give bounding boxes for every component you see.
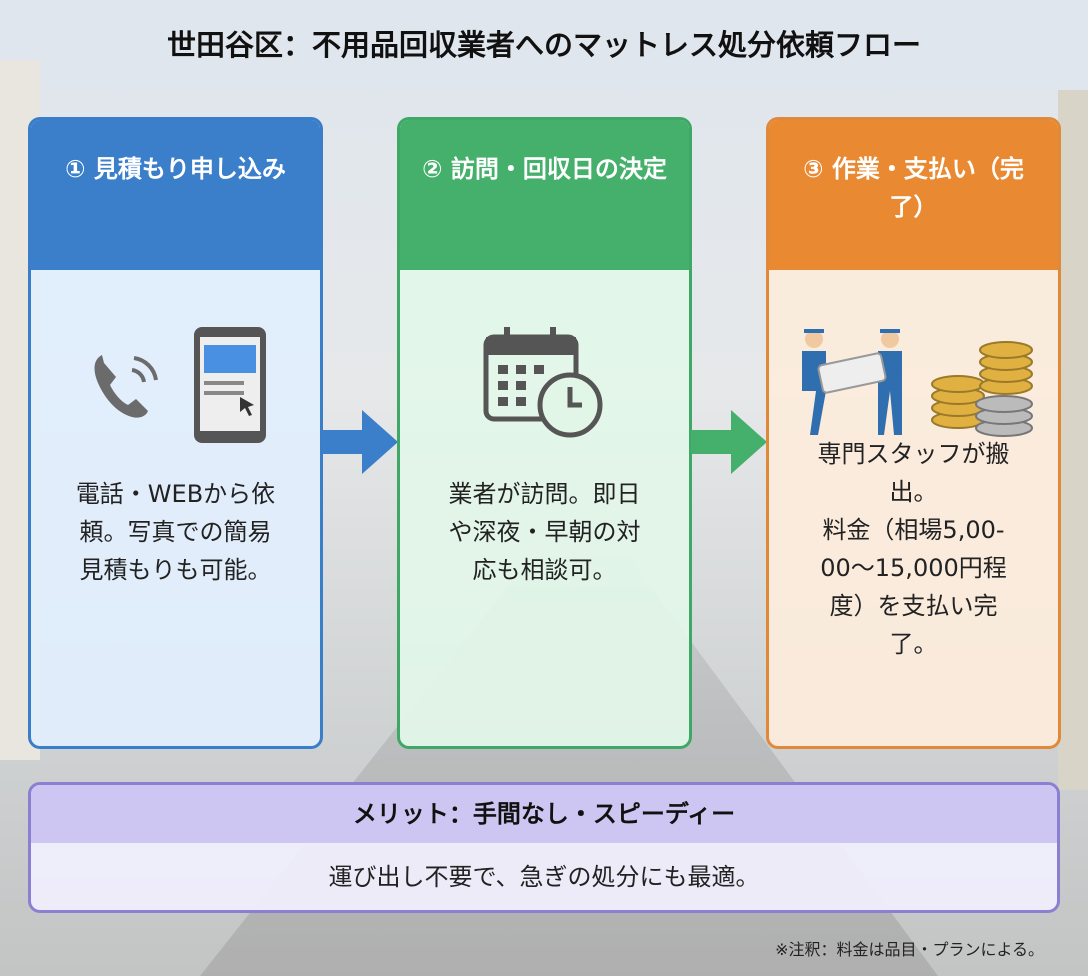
step-description: 業者が訪問。即日 や深夜・早朝の対 応も相談可。: [448, 480, 641, 584]
merit-box: メリット：手間なし・スピーディー 運び出し不要で、急ぎの処分にも最適。: [28, 782, 1060, 913]
step-description: 電話・WEBから依 頼。写真での簡易 見積もりも可能。: [75, 480, 276, 584]
footnote: ※注釈：料金は品目・プランによる。: [775, 940, 1044, 959]
step-header: ① 見積もり申し込み: [31, 120, 320, 270]
phone-icon: [94, 355, 158, 418]
coins-icon: [930, 341, 1033, 437]
arrow-right-icon: [322, 410, 398, 474]
step-header: ③ 作業・支払い（完了）: [769, 120, 1058, 270]
merit-title: メリット：手間なし・スピーディー: [31, 785, 1057, 843]
merit-body: 運び出し不要で、急ぎの処分にも最適。: [328, 863, 760, 891]
step-card-estimate: ① 見積もり申し込み 電話・WEBから依 頼。写真での簡易 見積もりも可能。: [28, 117, 323, 749]
step-header: ② 訪問・回収日の決定: [400, 120, 689, 270]
workers-mattress-icon: [801, 329, 902, 435]
page-title: 世田谷区：不用品回収業者へのマットレス処分依頼フロー: [166, 28, 921, 62]
calendar-clock-icon: [483, 327, 602, 438]
step-description: 専門スタッフが搬 出。 料金（相場5,00- 00〜15,000円程 度）を支払…: [817, 440, 1010, 658]
background-house: [1058, 90, 1088, 790]
step-card-work-payment: ③ 作業・支払い（完了） 専門スタッフが搬 出。 料金（相場5,00- 00〜1…: [766, 117, 1061, 749]
tablet-icon: [193, 327, 266, 443]
step-card-visit: ② 訪問・回収日の決定 業者が訪問。即日 や深夜・早朝の対 応も相談可。: [397, 117, 692, 749]
arrow-right-icon: [691, 410, 767, 474]
